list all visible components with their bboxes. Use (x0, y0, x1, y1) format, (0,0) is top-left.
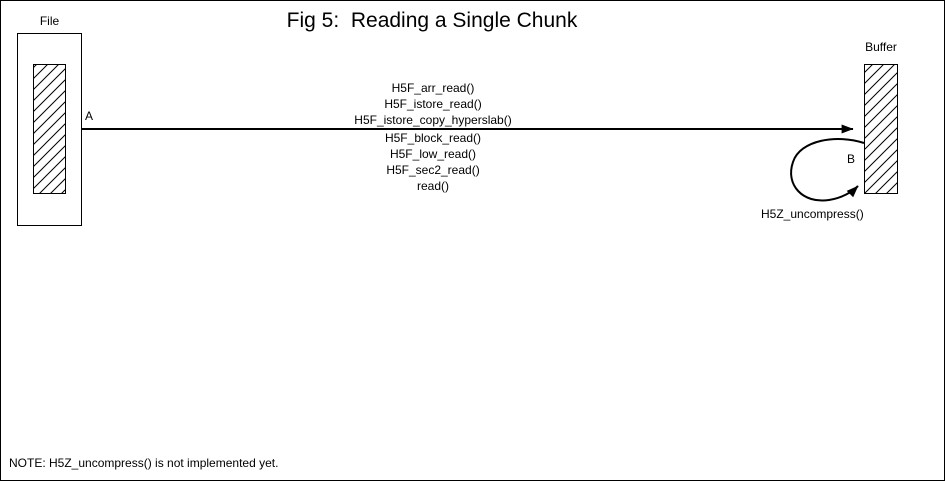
function-call-label: H5F_low_read() (389, 147, 477, 161)
function-call-label: H5F_istore_copy_hyperslab() (354, 113, 512, 127)
file-box-label: File (39, 14, 60, 28)
function-call-label: read() (416, 179, 449, 193)
file-chunk-hatched (33, 64, 66, 194)
figure-title: Fig 5: Reading a Single Chunk (286, 9, 578, 32)
function-call-label: H5F_block_read() (384, 131, 482, 145)
note-text: NOTE: H5Z_uncompress() is not implemente… (9, 456, 279, 470)
uncompress-loop-arrow (790, 137, 865, 202)
uncompress-function-label: H5Z_uncompress() (761, 207, 864, 221)
buffer-box-label: Buffer (865, 40, 897, 54)
arrow-a-label: A (85, 109, 94, 123)
function-call-label: H5F_sec2_read() (386, 163, 480, 177)
arrow-b-label: B (847, 152, 856, 166)
function-call-label: H5F_arr_read() (391, 81, 475, 95)
buffer-hatched (864, 64, 898, 194)
function-call-label: H5F_istore_read() (384, 97, 482, 111)
